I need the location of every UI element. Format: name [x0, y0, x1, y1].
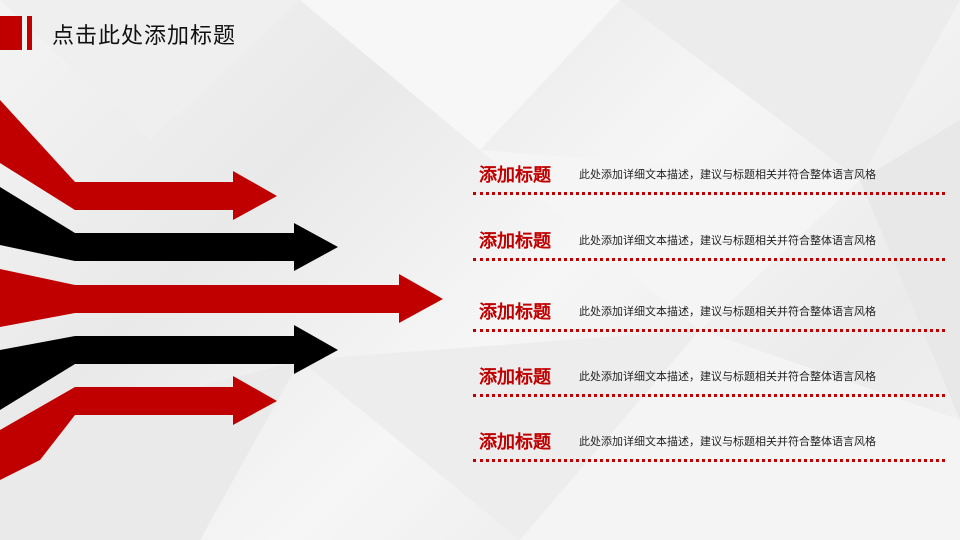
item-title: 添加标题 — [479, 165, 551, 186]
list-item[interactable]: 添加标题 此处添加详细文本描述，建议与标题相关并符合整体语言风格 — [473, 363, 945, 397]
list-item[interactable]: 添加标题 此处添加详细文本描述，建议与标题相关并符合整体语言风格 — [473, 227, 945, 261]
item-title: 添加标题 — [479, 367, 551, 388]
header-accent-block — [0, 16, 22, 50]
item-description: 此处添加详细文本描述，建议与标题相关并符合整体语言风格 — [579, 370, 876, 383]
list-item[interactable]: 添加标题 此处添加详细文本描述，建议与标题相关并符合整体语言风格 — [473, 298, 945, 332]
dotted-divider — [473, 394, 945, 397]
list-item[interactable]: 添加标题 此处添加详细文本描述，建议与标题相关并符合整体语言风格 — [473, 428, 945, 462]
dotted-divider — [473, 329, 945, 332]
arrow-black-1 — [0, 187, 338, 271]
item-title: 添加标题 — [479, 231, 551, 252]
arrow-black-2 — [0, 325, 338, 410]
page-title[interactable]: 点击此处添加标题 — [52, 24, 237, 49]
header-accent-bar — [27, 16, 32, 50]
item-description: 此处添加详细文本描述，建议与标题相关并符合整体语言风格 — [579, 168, 876, 181]
item-description: 此处添加详细文本描述，建议与标题相关并符合整体语言风格 — [579, 435, 876, 448]
arrow-red-1 — [0, 100, 277, 220]
arrow-red-2 — [0, 269, 443, 327]
item-description: 此处添加详细文本描述，建议与标题相关并符合整体语言风格 — [579, 305, 876, 318]
item-title: 添加标题 — [479, 302, 551, 323]
item-description: 此处添加详细文本描述，建议与标题相关并符合整体语言风格 — [579, 234, 876, 247]
dotted-divider — [473, 192, 945, 195]
arrow-red-3 — [0, 376, 277, 480]
dotted-divider — [473, 459, 945, 462]
item-title: 添加标题 — [479, 432, 551, 453]
list-item[interactable]: 添加标题 此处添加详细文本描述，建议与标题相关并符合整体语言风格 — [473, 161, 945, 195]
dotted-divider — [473, 258, 945, 261]
